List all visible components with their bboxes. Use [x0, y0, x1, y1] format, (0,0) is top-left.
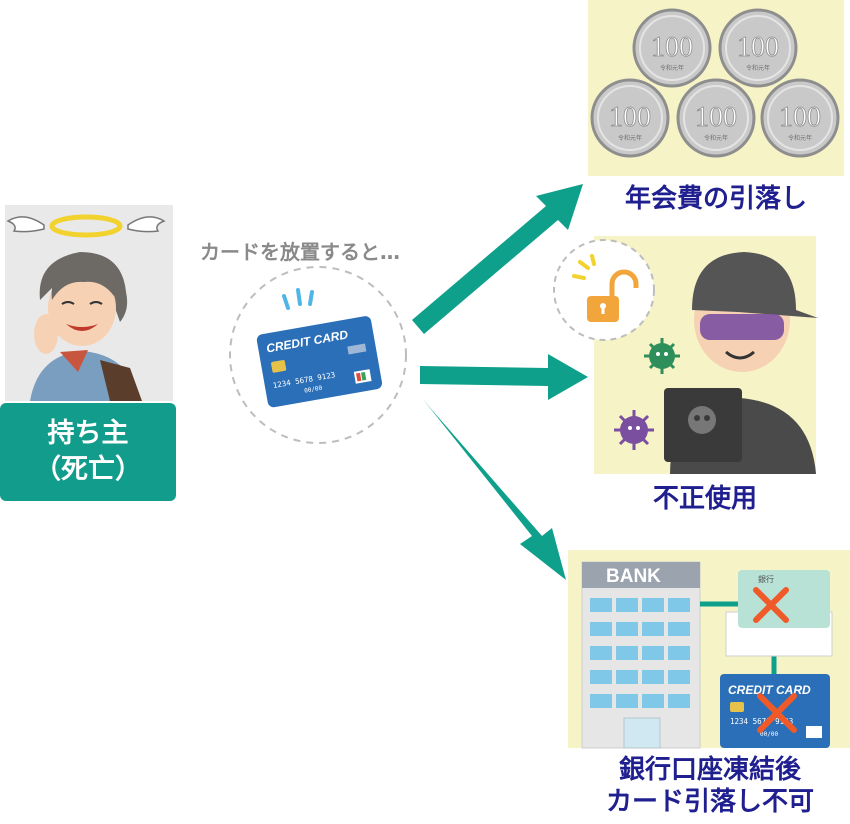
arrow-to-fees [412, 184, 583, 334]
fraud-panel [553, 236, 818, 474]
card-expiry-text: 00/00 [304, 385, 323, 395]
frozen-card-brand-text: CREDIT CARD [728, 683, 811, 697]
cross-icon-passbook [753, 587, 789, 623]
bank-window [668, 622, 690, 636]
bank-window [590, 670, 612, 684]
fraud-label: 不正使用 [652, 484, 757, 514]
frozen-label-line1: 銀行口座凍結後 [618, 755, 801, 785]
sweat-drops-icon [282, 288, 314, 310]
caption-text: カードを放置すると… [200, 240, 400, 264]
card-chip-icon [271, 360, 287, 373]
bank-window [616, 694, 638, 708]
halo-icon [49, 214, 123, 238]
bank-window [668, 670, 690, 684]
fringe-icon [51, 266, 115, 300]
bank-window [642, 670, 664, 684]
dashed-circle [229, 266, 407, 444]
cap-icon [692, 252, 818, 318]
owner-label-line2: （死亡） [34, 454, 142, 485]
vest-icon [100, 360, 142, 401]
fees-label: 年会費の引落し [624, 184, 807, 214]
coin-value-text: 100 [609, 102, 651, 133]
virus-icon-2 [614, 410, 654, 450]
cross-icon-card [757, 693, 797, 733]
frozen-card-expiry-text: 00/00 [760, 731, 778, 738]
bank-window [590, 646, 612, 660]
bank-sign-text: BANK [606, 566, 661, 587]
virus-icon-1 [644, 338, 680, 374]
owner-label-box: 持ち主 （死亡） [0, 403, 176, 501]
right-wing-icon [127, 216, 166, 233]
skull-icon [688, 406, 716, 434]
bank-window [616, 646, 638, 660]
bank-window [668, 694, 690, 708]
bank-window [642, 598, 664, 612]
frozen-label: 銀行口座凍結後 カード引落し不可 [570, 754, 850, 818]
hand-icon [34, 314, 58, 354]
coin-era-text: 令和元年 [618, 134, 642, 142]
arrow-to-frozen [422, 398, 566, 580]
owner-illustration [5, 205, 173, 401]
shadow-eyes [700, 314, 784, 340]
coin-era-text: 令和元年 [746, 64, 770, 72]
bank-window [642, 646, 664, 660]
coin-era-text: 令和元年 [704, 134, 728, 142]
frozen-label-line2: カード引落し不可 [605, 787, 814, 817]
lock-bubble [553, 239, 655, 341]
bank-window [616, 622, 638, 636]
credit-card-main: CREDIT CARD 1234 5678 9123 00/00 [256, 316, 383, 408]
bank-window [668, 646, 690, 660]
bank-window [668, 598, 690, 612]
left-wing-icon [6, 216, 45, 233]
arrow-to-fraud [420, 354, 588, 400]
bank-window [590, 694, 612, 708]
bank-window [642, 694, 664, 708]
frozen-card-number-text: 1234 5678 9123 [730, 717, 793, 726]
coin-era-text: 令和元年 [788, 134, 812, 142]
owner-label-line1: 持ち主 [47, 418, 129, 449]
mouth-icon [66, 324, 98, 331]
abandoned-card-group: CREDIT CARD 1234 5678 9123 00/00 [229, 266, 407, 444]
coin-value-text: 100 [737, 32, 779, 63]
coin-era-text: 令和元年 [660, 64, 684, 72]
passbook-text: 銀行 [758, 574, 774, 584]
bank-window [616, 598, 638, 612]
coin-value-text: 100 [651, 32, 693, 63]
bank-window [642, 622, 664, 636]
frozen-panel: BANK 銀行 CREDIT CARD 1234 5678 9123 00/00 [568, 550, 850, 749]
bank-window [616, 670, 638, 684]
bank-window [590, 598, 612, 612]
coin-value-text: 100 [779, 102, 821, 133]
coin-value-text: 100 [695, 102, 737, 133]
arrows [412, 184, 588, 580]
bank-window [590, 622, 612, 636]
face-icon [48, 270, 116, 346]
